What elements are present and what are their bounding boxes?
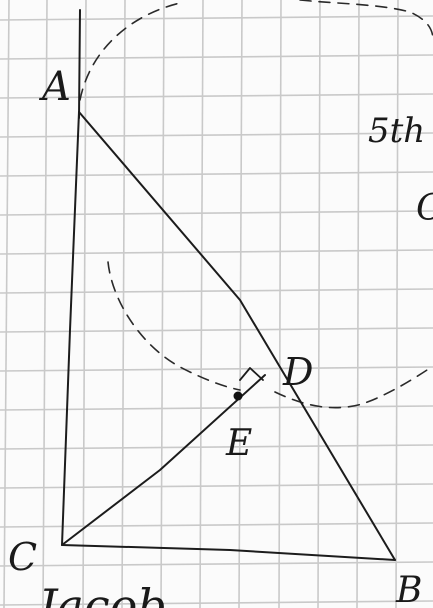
margin-note-2: C — [416, 188, 433, 229]
label-a: A — [38, 64, 71, 110]
dashed-arc-right — [274, 365, 433, 409]
side-cb — [61, 544, 396, 561]
side-ca — [61, 111, 80, 546]
line-through-a — [78, 9, 81, 119]
label-b: B — [395, 570, 422, 608]
dashed-arc-top — [79, 0, 433, 101]
point-e-dot — [233, 391, 243, 401]
side-ab — [78, 111, 396, 561]
label-e: E — [225, 423, 252, 464]
segment-cd — [61, 374, 266, 546]
margin-note-1: 5th — [368, 111, 425, 151]
label-d: D — [282, 350, 313, 394]
right-angle-marker — [239, 367, 264, 381]
bottom-scribble: Jacob.. — [30, 579, 196, 608]
label-c: C — [8, 535, 37, 579]
dashed-arc-left — [107, 261, 241, 391]
